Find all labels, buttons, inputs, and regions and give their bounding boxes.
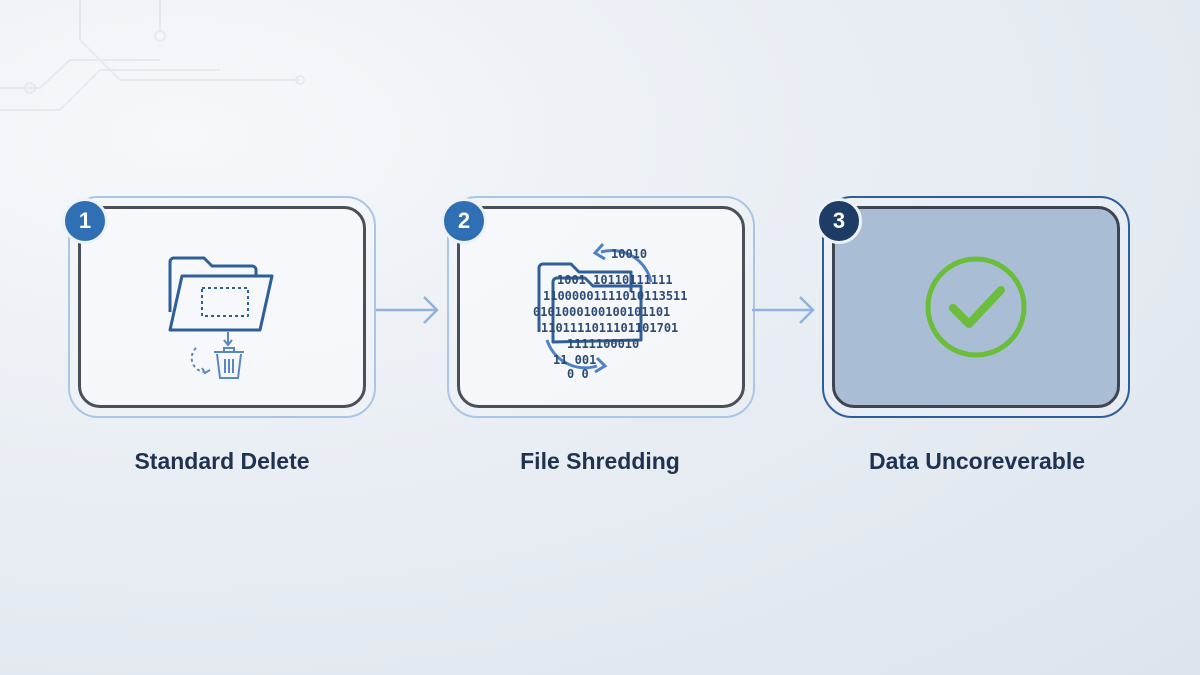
step-number-badge: 3 — [816, 198, 862, 244]
step-label-data-unrecoverable: Data Uncoreverable — [868, 448, 1086, 474]
step-number: 1 — [78, 208, 92, 233]
step-data-unrecoverable: 3 — [816, 196, 1130, 418]
card-panel — [78, 206, 366, 408]
binary-stream-line: 1001 10110111111 — [557, 273, 673, 287]
checkmark-circle-icon — [925, 256, 1027, 358]
right-arrow-icon — [752, 296, 815, 324]
step-standard-delete: 1 — [62, 196, 376, 418]
step-file-shredding: 10010 1001 10110111111 11000001111010113… — [441, 196, 755, 418]
binary-stream-line: 11 001 — [553, 353, 596, 367]
binary-stream-line: 11000001111010113511 — [543, 289, 688, 303]
folder-to-trash-icon — [168, 256, 274, 379]
step-number-badge: 2 — [441, 198, 487, 244]
step-label-standard-delete: Standard Delete — [134, 448, 310, 474]
binary-stream-line: 1111100010 — [567, 337, 639, 351]
circuit-pattern-decoration — [0, 0, 305, 111]
step-number: 2 — [457, 208, 471, 233]
step-number-badge: 1 — [62, 198, 108, 244]
binary-stream-line: 1101111011101101701 — [541, 321, 678, 335]
folder-shredding-binary-icon: 10010 1001 10110111111 11000001111010113… — [533, 243, 688, 381]
step-label-file-shredding: File Shredding — [520, 448, 680, 474]
binary-stream-line: 0 0 — [567, 367, 589, 381]
card-panel — [832, 206, 1120, 408]
binary-stream-line: 10010 — [611, 247, 647, 261]
binary-stream-line: 0101000100100101101 — [533, 305, 670, 319]
card-panel: 10010 1001 10110111111 11000001111010113… — [457, 206, 745, 408]
right-arrow-icon — [376, 296, 439, 324]
step-number: 3 — [832, 208, 846, 233]
